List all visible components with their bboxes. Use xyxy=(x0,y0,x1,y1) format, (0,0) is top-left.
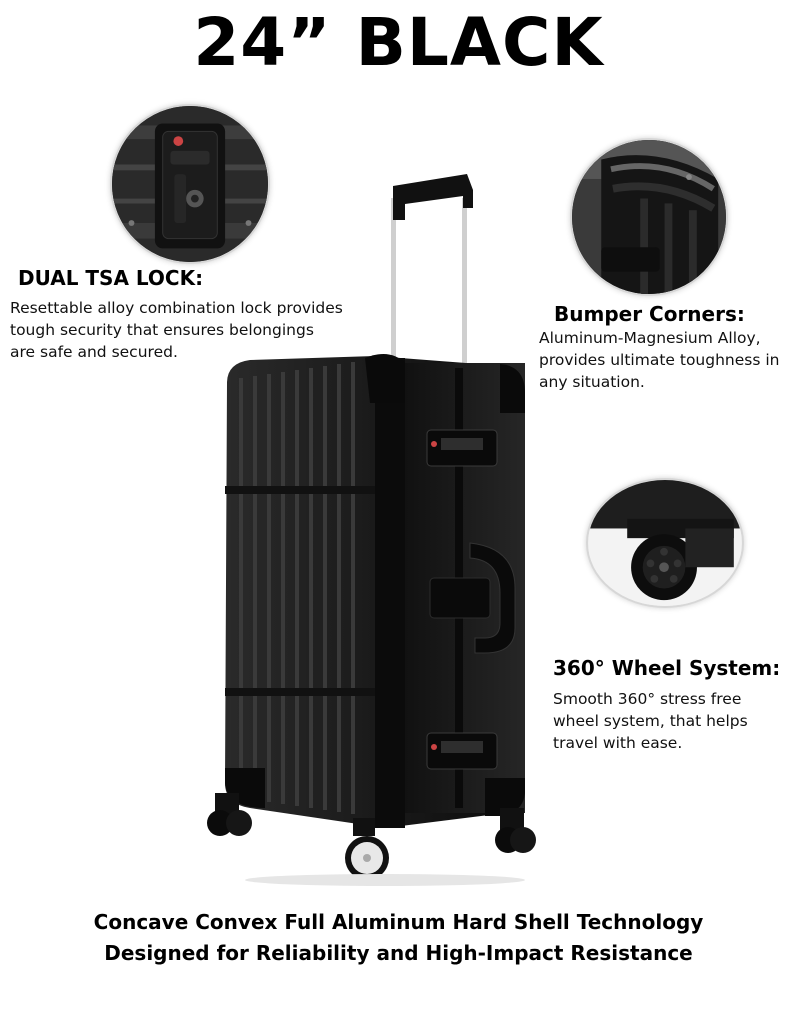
tsa-lock-description: Resettable alloy combination lock provid… xyxy=(10,299,343,361)
suitcase-image xyxy=(205,168,550,888)
tsa-lock-title: DUAL TSA LOCK: xyxy=(18,266,204,290)
wheel-system-title: 360° Wheel System: xyxy=(553,656,781,680)
footer-line-2: Designed for Reliability and High-Impact… xyxy=(104,941,693,965)
bumper-corners-description: Aluminum-Magnesium Alloy, provides ultim… xyxy=(539,329,780,391)
wheel-system-description: Smooth 360° stress free wheel system, th… xyxy=(553,690,748,752)
wheel-closeup-image xyxy=(586,478,744,608)
bumper-corners-title: Bumper Corners: xyxy=(554,302,745,326)
tsa-lock-closeup-image xyxy=(110,104,270,264)
page-title: 24” BLACK xyxy=(193,4,604,81)
footer-line-1: Concave Convex Full Aluminum Hard Shell … xyxy=(93,910,704,934)
bumper-corner-closeup-image xyxy=(570,138,728,296)
